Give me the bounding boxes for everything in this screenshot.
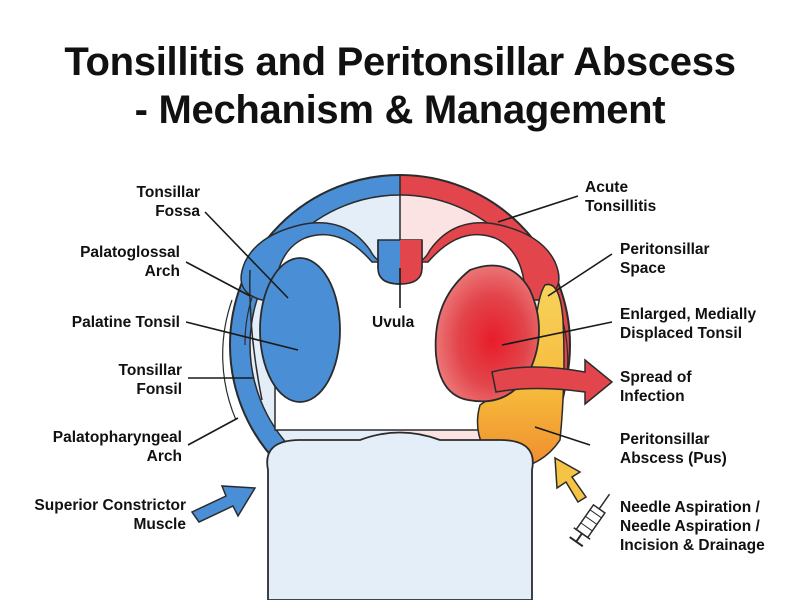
- page-title: Tonsillitis and Peritonsillar Abscess - …: [0, 38, 800, 134]
- title-line-1: Tonsillitis and Peritonsillar Abscess: [64, 40, 736, 84]
- palatine-tonsil-shape: [259, 257, 341, 403]
- syringe-icon: [569, 493, 611, 548]
- tongue-base: [266, 431, 534, 600]
- leader-lines-left: [185, 211, 299, 446]
- arrow-right-icon: [190, 485, 257, 523]
- label-needle-aspiration: Needle Aspiration /Needle Aspiration /In…: [620, 499, 765, 554]
- spread-arrow-icon: [491, 358, 614, 406]
- title-line-2: - Mechanism & Management: [134, 88, 666, 132]
- leader-lines-right: [497, 195, 613, 446]
- label-palatine-tonsil: Palatine Tonsil: [71, 314, 180, 331]
- enlarged-tonsil-shape: [434, 264, 540, 403]
- label-uvula: Uvula: [372, 314, 415, 331]
- arrow-up-icon: [554, 456, 588, 504]
